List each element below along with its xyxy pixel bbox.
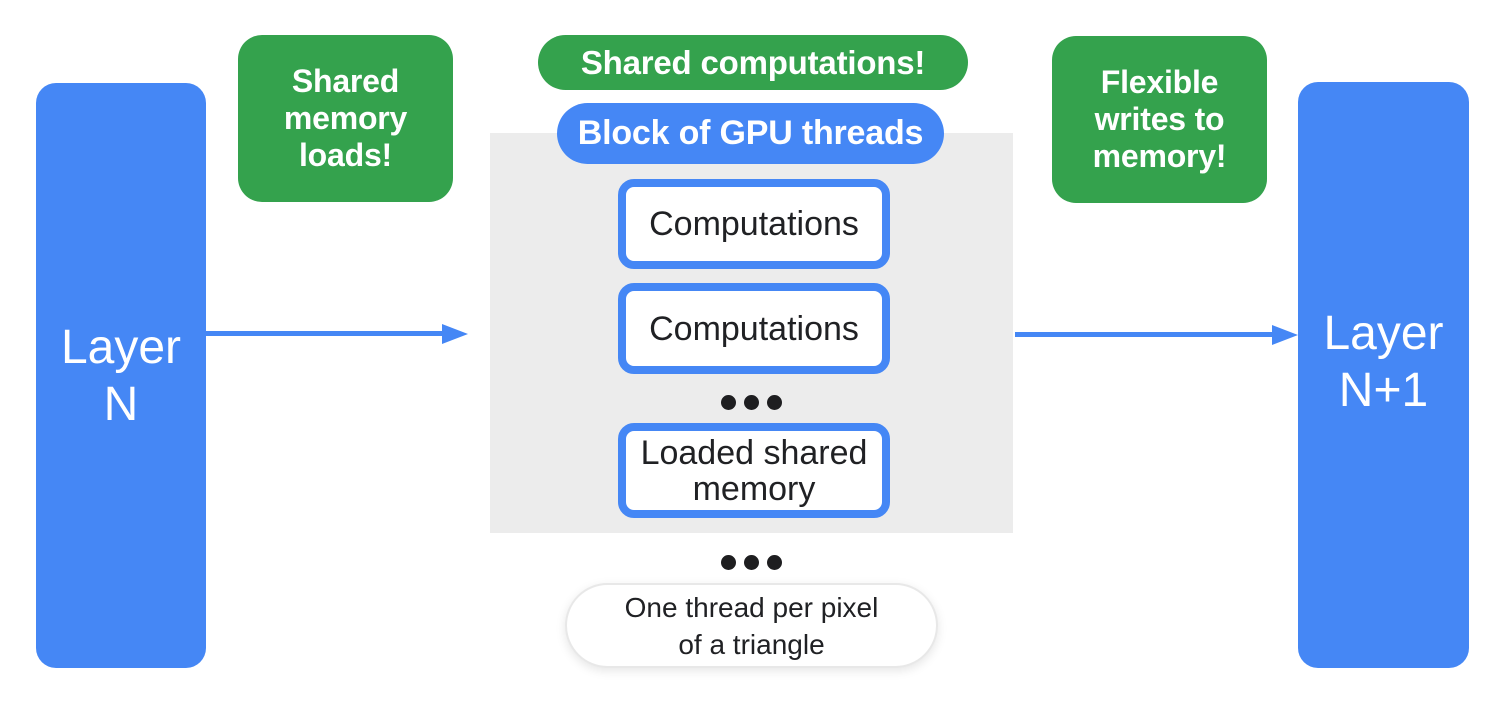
layer-n-plus-1-label-line2: N+1	[1338, 364, 1429, 417]
callout-flexible-writes-line3: memory!	[1092, 138, 1227, 174]
footnote-line1: One thread per pixel	[624, 591, 879, 623]
loaded-shared-memory-box: Loaded shared memory	[618, 423, 890, 518]
gpu-thread-block-title: Block of GPU threads	[557, 103, 944, 164]
loaded-shared-memory-line1: Loaded shared	[640, 433, 868, 472]
callout-flexible-writes: Flexible writes to memory!	[1052, 36, 1267, 203]
arrow-block-to-layer-n-plus-1-line	[1015, 332, 1273, 337]
dot-icon	[767, 555, 782, 570]
arrow-block-to-layer-n-plus-1-head	[1272, 325, 1298, 345]
dot-icon	[767, 395, 782, 410]
computations-box-1: Computations	[618, 179, 890, 269]
layer-n-label-line2: N	[103, 377, 139, 431]
callout-shared-computations: Shared computations!	[538, 35, 968, 90]
arrow-layer-n-to-block-head	[442, 324, 468, 344]
ellipsis-dots-icon	[721, 395, 782, 410]
callout-shared-memory-loads-line1: Shared	[291, 63, 400, 99]
ellipsis-dots-icon	[721, 555, 782, 570]
layer-n-box: Layer N	[36, 83, 206, 668]
loaded-shared-memory-line2: memory	[692, 469, 816, 508]
computations-box-2: Computations	[618, 283, 890, 374]
callout-flexible-writes-line1: Flexible	[1100, 64, 1219, 100]
arrow-layer-n-to-block-line	[206, 331, 443, 336]
callout-shared-computations-label: Shared computations!	[580, 43, 926, 81]
layer-n-plus-1-label: Layer N+1	[1323, 305, 1443, 419]
footnote-line2: of a triangle	[678, 628, 825, 660]
gpu-thread-block-title-label: Block of GPU threads	[577, 114, 924, 152]
layer-n-plus-1-box: Layer N+1	[1298, 82, 1469, 668]
dot-icon	[744, 555, 759, 570]
footnote-one-thread-per-pixel: One thread per pixel of a triangle	[565, 583, 938, 668]
dot-icon	[721, 555, 736, 570]
layer-n-plus-1-label-line1: Layer	[1323, 307, 1444, 360]
callout-shared-memory-loads-line2: memory	[283, 100, 408, 136]
dot-icon	[744, 395, 759, 410]
dot-icon	[721, 395, 736, 410]
computations-box-1-label: Computations	[649, 205, 859, 243]
layer-n-label-line1: Layer	[60, 320, 182, 374]
callout-shared-memory-loads: Shared memory loads!	[238, 35, 453, 202]
computations-box-2-label: Computations	[649, 309, 859, 348]
callout-flexible-writes-line2: writes to	[1094, 101, 1225, 137]
callout-shared-memory-loads-line3: loads!	[298, 137, 393, 173]
